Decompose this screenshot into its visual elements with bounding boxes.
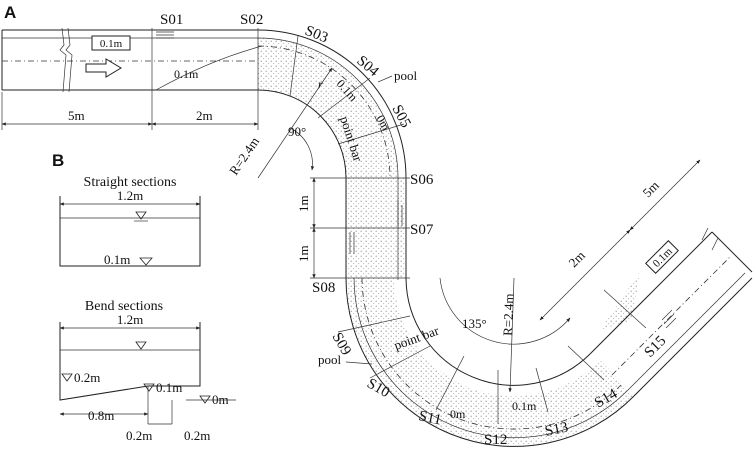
- depth-label-inlet-bar: 0.1m: [174, 67, 199, 81]
- straight-width-label: 1.2m: [117, 188, 143, 203]
- outlet-depth-box: [645, 240, 679, 274]
- bend-section-diagram: Bend sections 1.2m 0.2m 0.1m 0m 0.8m 0.2…: [59, 299, 236, 443]
- depth-label-bend1-zero: 0m: [373, 113, 393, 134]
- section-label-s13: S13: [544, 419, 570, 440]
- section-label-s12: S12: [484, 432, 507, 448]
- inlet-length-5m: 5m: [68, 108, 85, 123]
- radius-label-bend2: R=2.4m: [500, 293, 516, 336]
- bend-width-label: 1.2m: [117, 312, 143, 327]
- bend-section-title: Bend sections: [85, 299, 163, 314]
- radius-label-bend1: R=2.4m: [226, 134, 262, 178]
- section-label-s04: S04: [353, 53, 382, 81]
- straight-section-diagram: Straight sections 1.2m 0.1m: [59, 175, 201, 267]
- pool-label-1: pool: [394, 68, 418, 83]
- inlet-length-2m: 2m: [196, 108, 213, 123]
- bend-right-depth-label: 0m: [212, 392, 229, 407]
- inlet-depth-label: 0.1m: [100, 38, 123, 50]
- depth-label-bend2-zero: 0m: [450, 407, 466, 421]
- section-label-s06: S06: [410, 172, 434, 188]
- bend-len-02a: 0.2m: [126, 428, 152, 443]
- bend-left-depth-label: 0.2m: [74, 370, 100, 385]
- mid-length-1m-lower: 1m: [296, 245, 311, 262]
- section-label-s02: S02: [240, 12, 263, 28]
- angle-135-label: 135°: [462, 316, 487, 331]
- section-label-s03: S03: [303, 23, 331, 47]
- flow-arrow-icon: [85, 58, 122, 78]
- bend-2: [345, 277, 635, 447]
- panel-b-label: B: [52, 151, 64, 170]
- bend-len-02b: 0.2m: [184, 428, 210, 443]
- water-level-icon: [135, 211, 147, 220]
- mid-channel: [345, 178, 407, 280]
- bend-len-08: 0.8m: [88, 408, 114, 423]
- outlet-length-5m: 5m: [640, 178, 662, 200]
- bend-mid-level-icon: [143, 383, 155, 392]
- section-label-s11: S11: [417, 408, 443, 428]
- r-symbol: r: [318, 77, 323, 91]
- bend-right-level-icon: [199, 395, 211, 404]
- bed-level-icon: [139, 257, 153, 266]
- inlet-channel: 0.1m: [1, 27, 258, 93]
- pool-label-2: pool: [318, 352, 342, 367]
- straight-section-title: Straight sections: [84, 175, 177, 190]
- bend-water-level-icon: [135, 341, 147, 350]
- mid-length-1m-upper: 1m: [296, 195, 311, 212]
- outlet-length-2m: 2m: [566, 248, 588, 270]
- straight-depth-label: 0.1m: [104, 252, 130, 267]
- bend-mid-depth-label: 0.1m: [156, 380, 182, 395]
- outlet-channel: 0.1m: [589, 227, 753, 397]
- panel-a-label: A: [4, 3, 16, 22]
- inlet-depth-box: [91, 35, 131, 51]
- section-lines: [151, 28, 647, 424]
- bend-left-level-icon: [61, 373, 73, 382]
- section-label-s08: S08: [312, 280, 335, 296]
- depth-label-bend2-bar: 0.1m: [512, 399, 537, 413]
- section-label-s01: S01: [160, 12, 183, 28]
- section-label-s07: S07: [410, 222, 434, 238]
- angle-90-label: 90°: [288, 124, 306, 139]
